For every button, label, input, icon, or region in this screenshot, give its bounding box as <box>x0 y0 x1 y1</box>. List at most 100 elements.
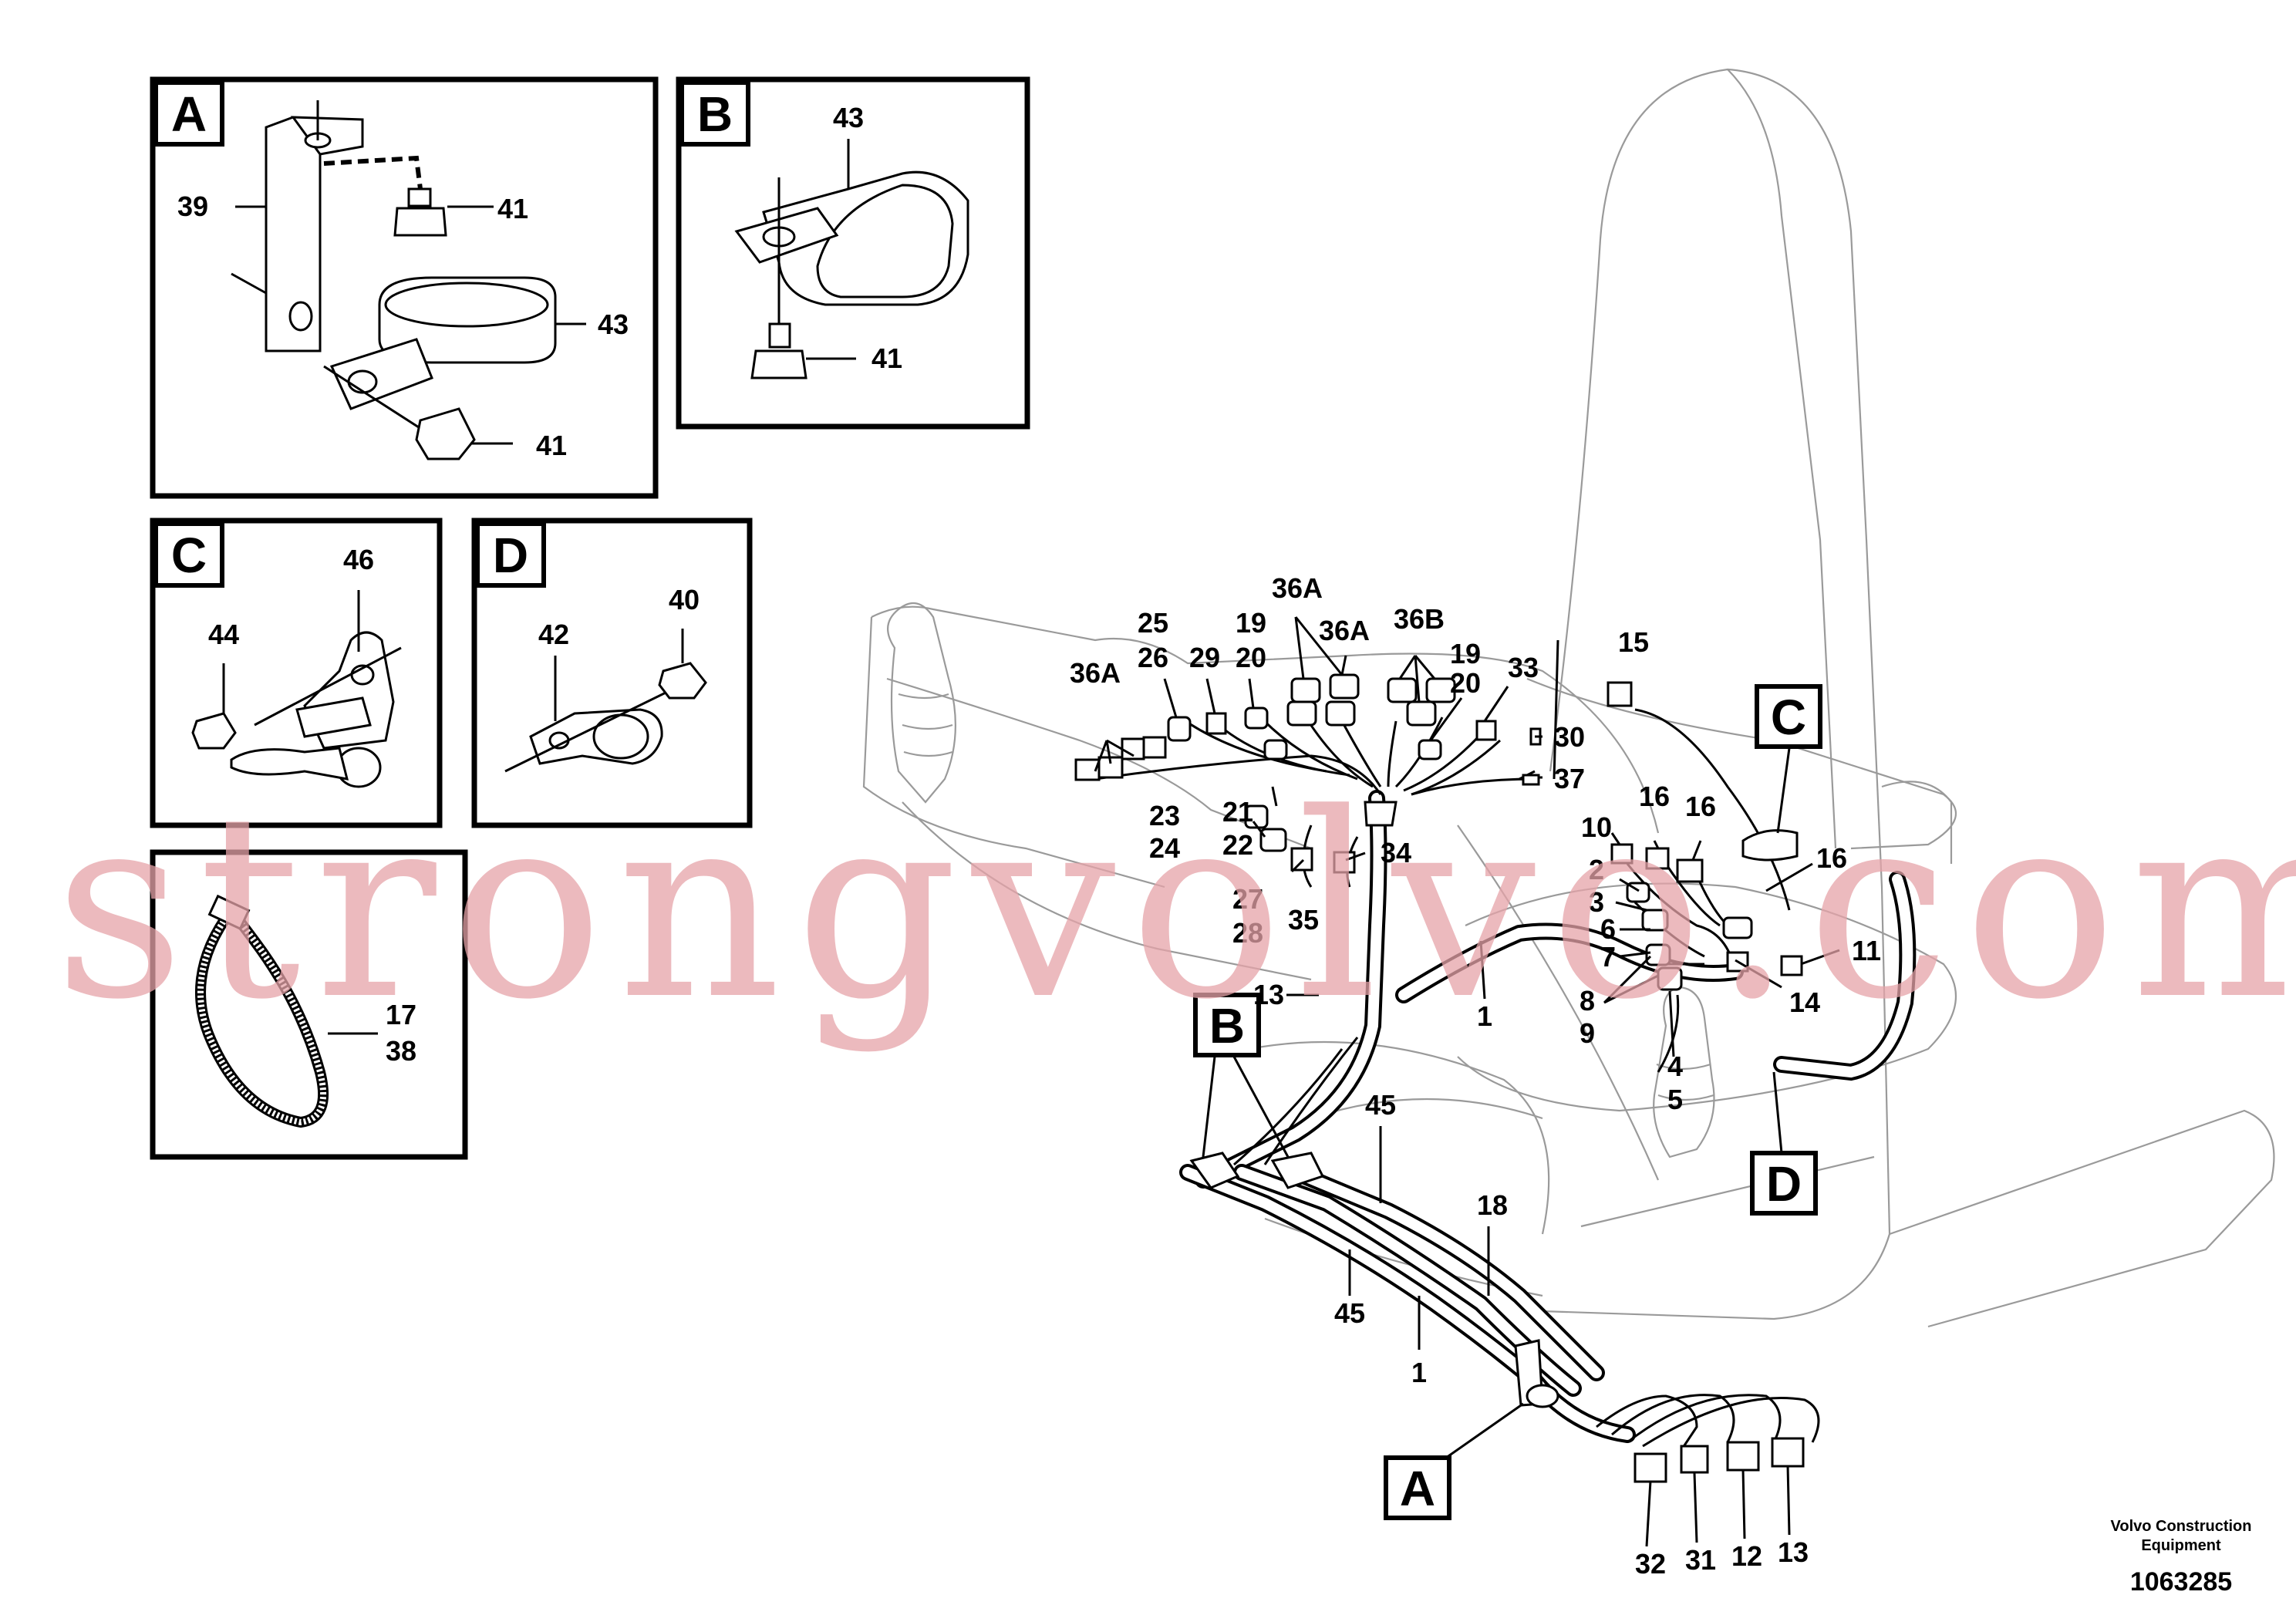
label-41-lower: 41 <box>536 430 567 461</box>
label-30: 30 <box>1554 721 1585 753</box>
leader-lines <box>1094 616 1840 1547</box>
bolt-41-lower <box>415 407 476 460</box>
label-18: 18 <box>1477 1189 1508 1221</box>
part-labels: 36A 25 26 29 19 20 36A 36A 36B 19 20 33 … <box>1070 572 1881 1580</box>
label-20-right: 20 <box>1450 667 1481 699</box>
label-6: 6 <box>1600 913 1616 945</box>
seat-outline <box>862 68 2275 1328</box>
label-43-b: 43 <box>833 102 864 133</box>
detail-view-a-letter: A <box>171 86 207 142</box>
cable-tie-head <box>207 894 251 931</box>
bolt-41-upper-shank <box>407 187 432 207</box>
label-36A-left: 36A <box>1070 657 1121 689</box>
label-14: 14 <box>1789 986 1820 1018</box>
label-8: 8 <box>1580 985 1595 1017</box>
label-16-a: 16 <box>1639 781 1670 812</box>
label-7: 7 <box>1600 941 1616 973</box>
label-21: 21 <box>1222 796 1253 828</box>
label-10: 10 <box>1581 811 1612 843</box>
label-3: 3 <box>1589 886 1604 918</box>
clip-46-strap <box>295 696 372 738</box>
label-22: 22 <box>1222 829 1253 861</box>
callout-box-d-letter: D <box>1766 1156 1802 1212</box>
label-36A-top: 36A <box>1272 572 1323 604</box>
detail-view-c-tag <box>153 521 224 588</box>
label-36B: 36B <box>1394 603 1445 635</box>
label-4: 4 <box>1667 1050 1683 1082</box>
label-33: 33 <box>1508 652 1539 683</box>
detail-view-c-frame <box>150 518 443 828</box>
clamp-43-top <box>384 282 549 328</box>
label-17: 17 <box>386 999 416 1030</box>
detail-view-cable-tie: 17 38 <box>150 849 468 1160</box>
connectors <box>1074 673 1805 1483</box>
company-name-line2: Equipment <box>2141 1537 2221 1554</box>
label-16-b: 16 <box>1685 791 1716 822</box>
label-16-c: 16 <box>1816 842 1847 874</box>
label-39: 39 <box>177 191 208 222</box>
label-31: 31 <box>1685 1544 1716 1576</box>
label-38: 38 <box>386 1035 416 1067</box>
label-36A-mid: 36A <box>1319 615 1370 646</box>
label-24: 24 <box>1149 832 1180 864</box>
callout-box-b-letter: B <box>1209 998 1245 1054</box>
label-12: 12 <box>1731 1540 1762 1572</box>
label-45-upper: 45 <box>1365 1089 1396 1121</box>
bracket-39-lower-hole <box>288 301 313 332</box>
label-29: 29 <box>1189 642 1220 673</box>
label-13-lower: 13 <box>1778 1536 1809 1568</box>
label-13-mid: 13 <box>1253 979 1284 1010</box>
bolt-41-b-shank <box>768 322 791 349</box>
label-15: 15 <box>1618 626 1649 658</box>
label-32: 32 <box>1635 1548 1666 1580</box>
detail-view-c: C 46 44 <box>150 518 443 828</box>
callout-boxes: B C D A <box>1193 684 1822 1520</box>
detail-view-b-frame <box>676 76 1030 430</box>
seat-backrest <box>1542 68 1891 1320</box>
detail-view-a-tag <box>153 80 224 147</box>
bolt-41-b <box>750 349 807 379</box>
label-1-lower: 1 <box>1411 1357 1427 1388</box>
callout-box-c <box>1755 684 1822 749</box>
detail-view-a-frame <box>150 76 659 499</box>
label-23: 23 <box>1149 800 1180 831</box>
label-37: 37 <box>1554 763 1585 794</box>
label-42: 42 <box>538 619 569 650</box>
bracket-39 <box>265 116 322 352</box>
label-20-left: 20 <box>1236 642 1266 673</box>
bolt-44 <box>191 712 237 750</box>
cable-tie-c <box>230 747 349 781</box>
callout-box-b <box>1193 993 1261 1057</box>
label-46: 46 <box>343 544 374 575</box>
cable-tie-frame <box>150 849 468 1160</box>
label-41-b: 41 <box>872 342 902 374</box>
label-27: 27 <box>1232 883 1263 915</box>
label-43: 43 <box>598 309 629 340</box>
label-41-upper: 41 <box>497 193 528 224</box>
left-joystick <box>887 602 956 804</box>
p-clamp-42-loop <box>592 713 649 760</box>
label-35: 35 <box>1288 904 1319 936</box>
detail-view-d-tag <box>475 521 546 588</box>
label-40: 40 <box>669 584 700 615</box>
label-1-mid: 1 <box>1477 1000 1492 1032</box>
detail-view-c-letter: C <box>171 528 207 583</box>
detail-view-b-letter: B <box>697 86 733 142</box>
label-11: 11 <box>1852 935 1881 966</box>
label-28: 28 <box>1232 917 1263 949</box>
footer: Volvo Construction Equipment 1063285 <box>2111 1518 2252 1597</box>
bolt-40 <box>658 662 707 700</box>
bolt-41-upper <box>393 207 447 237</box>
label-34: 34 <box>1381 837 1411 868</box>
detail-view-b: B 43 41 <box>676 76 1030 430</box>
drawing-number: 1063285 <box>2130 1567 2232 1597</box>
label-44: 44 <box>208 619 239 650</box>
label-45-lower: 45 <box>1334 1297 1365 1329</box>
watermark-text: strongvolvo.com <box>54 759 2296 1055</box>
label-25: 25 <box>1138 607 1168 639</box>
clamp-43-hole <box>347 369 378 394</box>
callout-box-a-letter: A <box>1400 1461 1435 1516</box>
callout-box-d <box>1750 1151 1818 1216</box>
